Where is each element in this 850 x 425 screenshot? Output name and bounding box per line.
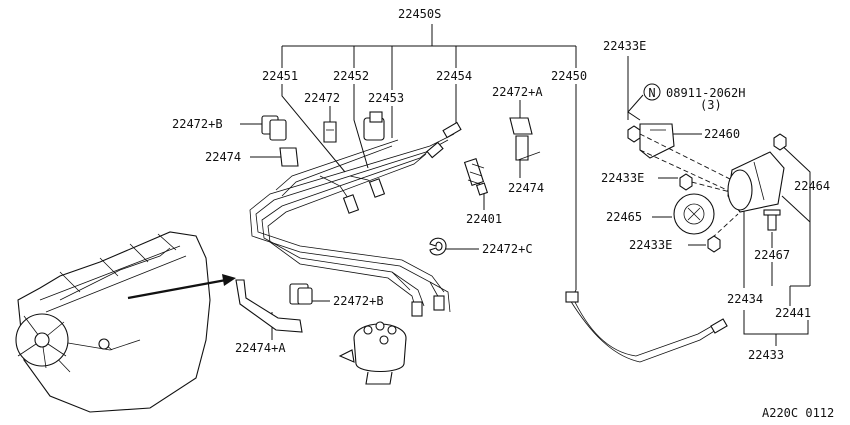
label-22433e-top[interactable]: 22433E	[603, 39, 646, 53]
coil-assembly	[627, 123, 787, 253]
label-22474-right[interactable]: 22474	[508, 181, 544, 195]
label-22433e-mid[interactable]: 22433E	[601, 171, 644, 185]
bracket-22474-left	[279, 147, 299, 167]
engine-block	[15, 231, 211, 413]
label-22465[interactable]: 22465	[606, 210, 642, 224]
nut-icon	[627, 125, 641, 143]
label-22472-c[interactable]: 22472+C	[482, 242, 533, 256]
label-22474-a[interactable]: 22474+A	[235, 341, 286, 355]
label-22433e-low[interactable]: 22433E	[629, 238, 672, 252]
part-labels: 22450S 22451 22452 22453 22454 22450 224…	[172, 7, 834, 420]
plug-wire-harness	[249, 121, 462, 317]
label-22460[interactable]: 22460	[704, 127, 740, 141]
coil-wire-22450	[565, 289, 728, 363]
bolt-n-circle	[643, 83, 661, 101]
clip-22472-c	[429, 237, 447, 256]
label-22474-left[interactable]: 22474	[205, 150, 241, 164]
label-22450[interactable]: 22450	[551, 69, 587, 83]
leader-lines	[240, 24, 811, 346]
bracket-22474-a	[235, 279, 303, 333]
reference-code: A220C 0112	[762, 406, 834, 420]
distributor	[338, 321, 407, 385]
clip-22472-b-low	[289, 283, 313, 305]
label-bolt-code[interactable]: 08911-2062H	[666, 86, 745, 100]
label-22472-b-low[interactable]: 22472+B	[333, 294, 384, 308]
label-22453[interactable]: 22453	[368, 91, 404, 105]
label-22472[interactable]: 22472	[304, 91, 340, 105]
bolt-symbol: N	[648, 86, 655, 100]
clip-22472-b-top	[261, 115, 287, 141]
label-22454[interactable]: 22454	[436, 69, 472, 83]
label-bolt-qty: (3)	[700, 98, 722, 112]
label-22472-a[interactable]: 22472+A	[492, 85, 543, 99]
label-22450s[interactable]: 22450S	[398, 7, 441, 21]
fan-icon	[15, 313, 69, 369]
label-22433[interactable]: 22433	[748, 348, 784, 362]
label-22464[interactable]: 22464	[794, 179, 830, 193]
spark-plug-22401	[463, 158, 489, 196]
label-22434[interactable]: 22434	[727, 292, 763, 306]
label-22401[interactable]: 22401	[466, 212, 502, 226]
locator-arrow	[127, 274, 236, 300]
label-22452[interactable]: 22452	[333, 69, 369, 83]
label-22467[interactable]: 22467	[754, 248, 790, 262]
clip-22453	[363, 111, 385, 141]
label-22441[interactable]: 22441	[775, 306, 811, 320]
clip-22472	[323, 121, 337, 143]
label-22451[interactable]: 22451	[262, 69, 298, 83]
label-22472-b-top[interactable]: 22472+B	[172, 117, 223, 131]
clip-22472-a	[509, 117, 541, 161]
